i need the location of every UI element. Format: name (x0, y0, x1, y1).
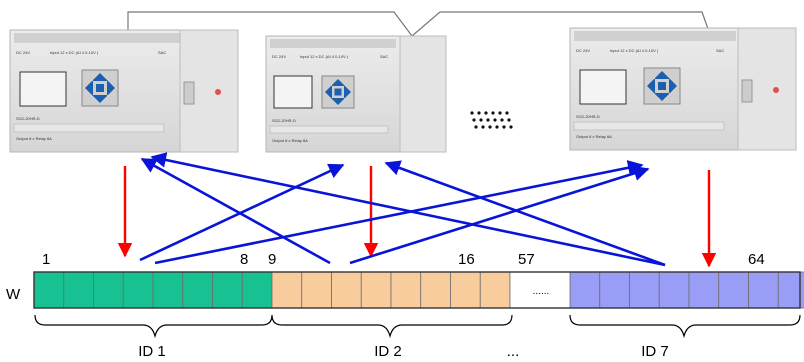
register-cell (63, 271, 94, 309)
register-cell (331, 271, 362, 309)
plc-brand: SAC (158, 50, 166, 55)
plc-power-label: DC 24V (576, 48, 590, 53)
register-cell (182, 271, 213, 309)
register-cell (748, 271, 779, 309)
plc-input-label: Input 12 x DC (AI 4 0-10V ) (50, 50, 99, 55)
register-cell (212, 271, 243, 309)
register-border (33, 271, 801, 309)
plc-unit: DC 24V Input 12 x DC (AI 4 0-10V ) SAC S… (265, 35, 447, 153)
plc-output-label: Output 8 x Relay 8A (16, 136, 52, 141)
group-id-label: ID 2 (374, 343, 402, 360)
plc-model: SG2-20HR-D (576, 114, 600, 119)
plc-output-label: Output 8 x Relay 8A (272, 138, 308, 143)
register-cell (122, 271, 154, 309)
register-cell (390, 271, 422, 309)
plc-output-label: Output 8 x Relay 8A (576, 134, 612, 139)
register-cell (360, 271, 392, 309)
read-arrow (384, 160, 666, 267)
register-cell (33, 271, 65, 309)
group-brace (34, 314, 273, 339)
group-brace (569, 314, 801, 339)
index-label: 1 (42, 251, 50, 268)
register-cell (688, 271, 720, 309)
read-arrow (139, 163, 345, 262)
plc-input-label: Input 12 x DC (AI 4 0-10V ) (300, 54, 349, 59)
plc-keypad-icon (321, 75, 355, 109)
plc-power-label: DC 24V (16, 50, 30, 55)
register-cell (479, 271, 511, 309)
register-cell (629, 271, 660, 309)
index-label: 57 (518, 251, 535, 268)
plc-lcd (579, 69, 627, 105)
plc-brand: SAC (716, 48, 724, 53)
plc-keypad-icon (81, 69, 119, 107)
plc-unit: DC 24V Input 12 x DC (AI 4 0-10V ) SAC S… (569, 27, 797, 151)
group-id-label: ID 7 (641, 343, 669, 360)
register-cell (599, 271, 630, 309)
register-cell (301, 271, 332, 309)
read-arrow (349, 165, 650, 265)
register-cell (420, 271, 451, 309)
read-arrow (154, 160, 644, 265)
index-label: 8 (240, 251, 248, 268)
ids-ellipsis: ... (507, 343, 520, 360)
plc-lcd (19, 71, 67, 107)
plc-model: SG2-20HR-D (16, 116, 40, 121)
register-cell (271, 271, 303, 309)
register-bar (33, 271, 804, 309)
plc-unit: DC 24V Input 12 x DC (AI 4 0-10V ) SAC S… (9, 29, 239, 153)
plc-brand: SAC (380, 54, 388, 59)
group-id-label: ID 1 (138, 343, 166, 360)
index-label: 9 (268, 251, 276, 268)
register-gap-cell (509, 271, 571, 309)
more-plcs-ellipsis (470, 111, 513, 129)
plc-model: SG2-20HR-D (272, 118, 296, 123)
plc-input-label: Input 12 x DC (AI 4 0-10V ) (610, 48, 659, 53)
group-brace (271, 314, 513, 339)
register-cell (241, 271, 273, 309)
plc-lcd (273, 75, 313, 109)
index-label: 16 (458, 251, 475, 268)
plc-keypad-icon (643, 67, 681, 105)
register-cell (450, 271, 481, 309)
read-arrow (140, 157, 331, 265)
index-label: 64 (748, 251, 765, 268)
register-cell (569, 271, 601, 309)
register-cell (658, 271, 690, 309)
register-label: W (6, 286, 21, 303)
plc-power-label: DC 24V (272, 54, 286, 59)
register-cell (93, 271, 124, 309)
register-cell (718, 271, 749, 309)
register-cell (152, 271, 184, 309)
register-gap-ellipsis: ...... (533, 286, 550, 297)
